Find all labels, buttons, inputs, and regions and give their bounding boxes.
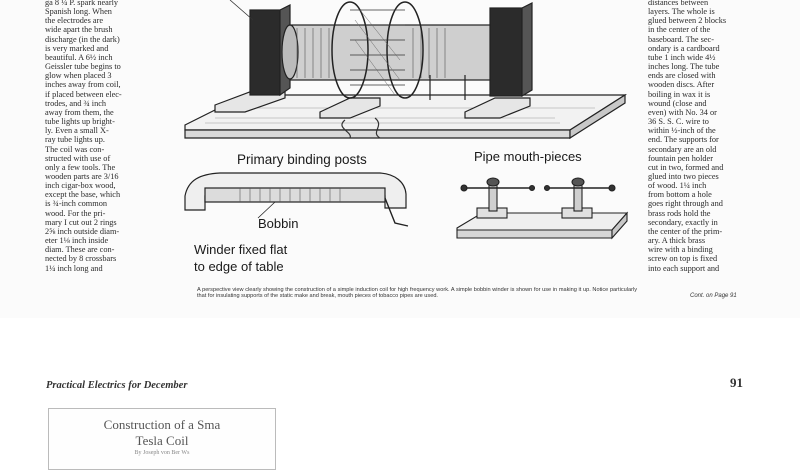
pipe-mouthpieces-illustration [456, 177, 629, 240]
right-column-line: into each support and [648, 263, 720, 273]
left-column-line: eter 1⅛ inch inside [45, 236, 109, 246]
left-column-line: trodes, and ¾ inch [45, 98, 107, 108]
figure-caption: A perspective view clearly showing the c… [197, 287, 637, 300]
label-primary-binding-posts: Primary binding posts [237, 152, 367, 167]
label-pipe-mouth-pieces: Pipe mouth-pieces [474, 149, 582, 164]
left-column-line: is ¾-inch common [45, 199, 107, 209]
right-column-line: goes right through and [648, 199, 723, 209]
right-column-line: even) with No. 34 or [648, 107, 717, 117]
left-column-line: wood. For the pri- [45, 208, 106, 218]
right-column-line: inches long. The tube [648, 62, 720, 72]
left-column-line: Spanish long. When [45, 7, 112, 17]
left-column-line: tube lights up bright- [45, 117, 115, 127]
left-column-line: is very marked and [45, 43, 109, 53]
article-title-line2: Tesla Coil [135, 433, 189, 448]
right-column-line: ary. A thick brass [648, 236, 706, 246]
page-number: 91 [730, 375, 743, 390]
right-column-line: wooden discs. After [648, 80, 715, 90]
article-title-line1: Construction of a Sma [103, 417, 221, 432]
right-column-line: in the center of the [648, 25, 711, 35]
right-column-line: wire with a binding [648, 245, 713, 255]
bobbin-winder-illustration [184, 172, 409, 227]
right-column-line: ondary is a cardboard [648, 43, 720, 53]
left-column-line: the electrodes are [45, 16, 104, 26]
left-column-line: mary I cut out 2 rings [45, 217, 117, 227]
right-column-line: of wood. 1¼ inch [648, 181, 707, 191]
continued-notice: Cont. on Page 91 [690, 293, 737, 299]
right-column-line: fountain pen holder [648, 153, 713, 163]
right-column-line: boiling in wax it is [648, 89, 711, 99]
left-column-line: beautiful. A 6½ inch [45, 52, 113, 62]
right-column-line: secondary, exactly in [648, 217, 718, 227]
left-column-line: Geissler tube begins to [45, 62, 121, 72]
right-column-line: secondary are an old [648, 144, 717, 154]
right-column-line: wound (close and [648, 98, 707, 108]
left-column-line: inches away from coil, [45, 80, 121, 90]
right-column-line: cut in two, formed and [648, 162, 724, 172]
left-column-line: 1¼ inch long and [45, 263, 103, 273]
running-head: Practical Electrics for December [46, 380, 188, 391]
left-column-line: if placed between elec- [45, 89, 122, 99]
right-column-line: baseboard. The sec- [648, 34, 714, 44]
left-column-line: glow when placed 3 [45, 71, 112, 81]
right-column-line: screw on top is fixed [648, 254, 718, 264]
right-column-line: 36 S. S. C. wire to [648, 117, 709, 127]
left-column-line: wooden parts are 3/16 [45, 171, 119, 181]
left-column-line: ly. Even a small X- [45, 126, 109, 136]
left-column-line: except the base, which [45, 190, 121, 200]
right-column-line: glued between 2 blocks [648, 16, 727, 26]
right-column-line: from bottom a hole [648, 190, 712, 200]
left-column-line: ray tube lights up. [45, 135, 105, 145]
left-column-line: away from them, the [45, 107, 114, 117]
left-column-line: wide apart the brush [45, 25, 113, 35]
induction-coil-illustration [184, 0, 628, 140]
right-column-line: end. The supports for [648, 135, 719, 145]
right-column-line: tube 1 inch wide 4½ [648, 52, 716, 62]
right-column-line: within ½-inch of the [648, 126, 716, 136]
label-winder-line2: to edge of table [194, 259, 284, 274]
right-column-line: glued into two pieces [648, 171, 719, 181]
left-column-line: 2⅝ inch outside diam- [45, 226, 120, 236]
left-column-line: The coil was con- [45, 144, 105, 154]
label-bobbin: Bobbin [258, 216, 299, 231]
label-winder-line1: Winder fixed flat [194, 242, 288, 257]
left-column-line: ga 8 ¼ P. spark nearly [45, 0, 119, 7]
right-column-line: distances between [648, 0, 709, 7]
article-title-box: Construction of a Sma Tesla Coil By Jose… [48, 408, 276, 470]
right-column-line: layers. The whole is [648, 7, 715, 17]
left-column-line: nected by 8 crossbars [45, 254, 117, 264]
right-column-line: the center of the prim- [648, 226, 723, 236]
article-byline: By Joseph von Ber Ws [134, 450, 190, 456]
left-column-line: diam. These are con- [45, 245, 115, 255]
left-column-line: discharge (in the dark) [45, 34, 120, 44]
right-column-line: brass rods hold the [648, 208, 711, 218]
left-column-line: inch cigar-box wood, [45, 181, 116, 191]
left-column-line: only a few tools. The [45, 162, 116, 172]
right-column-line: ends are closed with [648, 71, 716, 81]
left-column-line: structed with use of [45, 153, 111, 163]
